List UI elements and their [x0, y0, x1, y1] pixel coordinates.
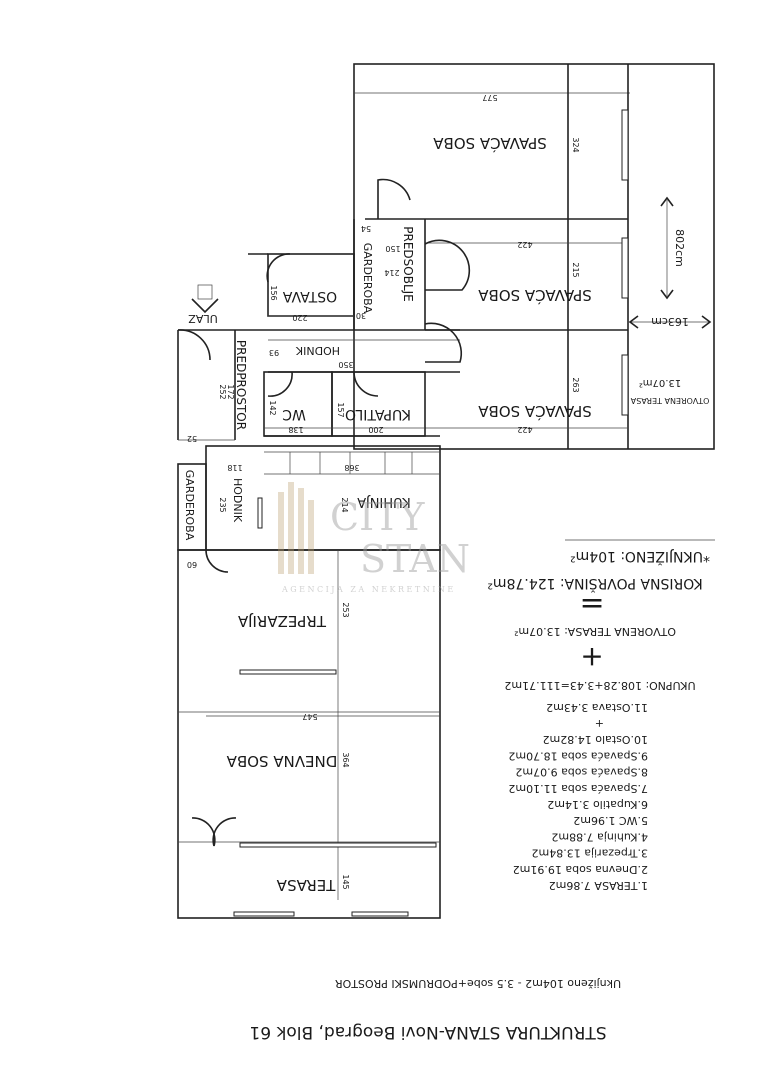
- area-list-item: +: [595, 717, 604, 730]
- area-list-item: 2.Dnevna soba 19.91m2: [513, 863, 648, 876]
- area-list-item: 3.Trpezarija 13.84m2: [532, 847, 648, 860]
- dim-200: 200: [368, 425, 383, 434]
- room-predsoblje: PREDSOBLJE: [401, 226, 415, 302]
- area-list-item: 7.Spavaća soba 11.10m2: [508, 782, 648, 795]
- room-kupatilo: KUPATILO: [345, 406, 411, 422]
- entrance-label: ULAZ: [188, 312, 218, 325]
- walls: [177, 63, 715, 919]
- room-terasa: TERASA: [276, 876, 337, 894]
- dim-235: 235: [218, 497, 227, 512]
- dim-172: 172: [226, 384, 235, 399]
- dimensions: 577 324 54 150 214 422 215 156 220 30 93…: [187, 93, 689, 890]
- dim-60: 60: [187, 560, 197, 569]
- dim-163: 163cm: [651, 315, 689, 328]
- dim-802: 802cm: [673, 229, 686, 267]
- equals-sign: =: [579, 586, 604, 621]
- room-otvorena-terasa: OTVORENA TERASA: [630, 396, 709, 405]
- subtitle: Uknjiženo 104m2 - 3.5 sobe+PODRUMSKI PRO…: [335, 977, 622, 990]
- total-line: UKUPNO: 108.28+3.43=111.71m2: [504, 679, 695, 692]
- dim-142: 142: [268, 400, 277, 415]
- dim-220: 220: [292, 313, 307, 322]
- dim-422a: 422: [517, 240, 532, 249]
- dim-52: 52: [187, 434, 197, 443]
- area-list-item: 9.Spavaća soba 18.70m2: [508, 749, 648, 762]
- dim-93: 93: [269, 348, 279, 357]
- room-hodnik-1: HODNIK: [295, 344, 340, 357]
- dim-54: 54: [361, 224, 371, 233]
- area-list: 1.TERASA 7.86m2 2.Dnevna soba 19.91m2 3.Tr…: [508, 701, 648, 892]
- dim-324: 324: [571, 137, 580, 152]
- watermark-logo: CITY STAN AGENCIJA ZA NEKRETNINE: [278, 482, 470, 594]
- watermark-name-2: STAN: [360, 537, 470, 581]
- room-garderoba-1: GARDEROBA: [361, 243, 374, 314]
- room-garderoba-2: GARDEROBA: [183, 470, 196, 541]
- dim-150: 150: [385, 244, 400, 253]
- watermark-name-1: CITY: [330, 495, 425, 539]
- dim-368: 368: [344, 463, 359, 472]
- room-spavaca-1: SPAVAĆA SOBA: [432, 134, 546, 153]
- dim-577: 577: [482, 93, 497, 102]
- dim-214: 214: [384, 268, 399, 277]
- dim-252: 252: [218, 384, 227, 399]
- area-list-item: 6.Kupatilo 3.14m2: [547, 798, 648, 811]
- room-dnevna: DNEVNA SOBA: [226, 752, 337, 770]
- area-list-item: 8.Spavaća soba 9.07m2: [515, 766, 648, 779]
- open-terrace: OTVORENA TERASA: 13.07m²: [514, 625, 676, 638]
- dim-350: 350: [338, 360, 353, 369]
- registered-area: *UKNJIŽENO: 104m²: [570, 548, 710, 566]
- dim-157: 157: [336, 402, 345, 417]
- room-labels: SPAVAĆA SOBA SPAVAĆA SOBA SPAVAĆA SOBA P…: [183, 134, 709, 894]
- plus-sign: +: [580, 641, 603, 674]
- area-list-item: 10.Ostalo 14.82m2: [543, 733, 648, 746]
- area-list-item: 1.TERASA 7.86m2: [549, 879, 648, 892]
- dim-263: 263: [571, 377, 580, 392]
- area-summary: *UKNJIŽENO: 104m² KORISNA POVRŠINA: 124.…: [487, 548, 710, 892]
- watermark-tagline: AGENCIJA ZA NEKRETNINE: [281, 585, 456, 594]
- dim-364: 364: [341, 752, 350, 767]
- dim-547: 547: [302, 712, 317, 721]
- usable-area: KORISNA POVRŠINA: 124.78m²: [487, 575, 702, 593]
- dim-30: 30: [356, 311, 366, 320]
- room-trpezarija: TRPEZARIJA: [237, 612, 327, 630]
- dim-145: 145: [341, 874, 350, 889]
- room-spavaca-2: SPAVAĆA SOBA: [477, 286, 591, 305]
- room-spavaca-3: SPAVAĆA SOBA: [477, 402, 591, 421]
- dim-214b: 214: [340, 497, 349, 512]
- dim-215: 215: [571, 262, 580, 277]
- area-list-item: 5.WC 1.96m2: [573, 814, 648, 827]
- page-title: STRUKTURA STANA-Novi Beograd, Blok 61: [249, 1022, 606, 1042]
- room-ostava: OSTAVA: [282, 288, 337, 304]
- dim-156: 156: [269, 285, 278, 300]
- room-kuhinja: KUHINJA: [357, 494, 411, 509]
- terasa-area: 13.07m²: [639, 377, 681, 388]
- area-list-item: 11.Ostava 3.43m2: [546, 701, 648, 714]
- room-wc: WC: [282, 406, 306, 422]
- dim-422b: 422: [517, 425, 532, 434]
- area-list-item: 4.Kuhinja 7.88m2: [551, 830, 648, 843]
- room-hodnik-2: HODNIK: [231, 478, 244, 523]
- dim-253: 253: [341, 602, 350, 617]
- dim-118: 118: [227, 463, 242, 472]
- dim-138: 138: [288, 425, 303, 434]
- room-predprostor: PREDPROSTOR: [234, 340, 248, 430]
